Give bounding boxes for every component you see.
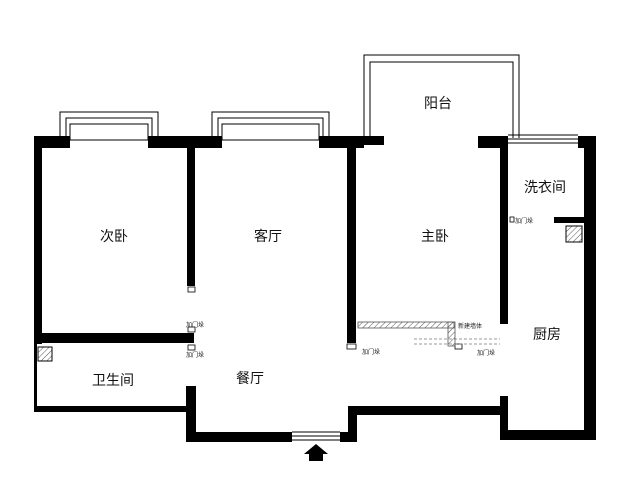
room-label-living-room: 客厅 — [254, 229, 282, 245]
walls — [34, 136, 596, 442]
room-label-laundry: 洗衣间 — [524, 180, 566, 196]
room-label-dining-room: 餐厅 — [236, 371, 264, 387]
room-label-kitchen: 厨房 — [533, 327, 561, 343]
note-door-frame: 加门垛 — [186, 322, 205, 329]
room-label-second-bedroom: 次卧 — [100, 229, 128, 245]
door-frames — [187, 216, 515, 351]
balcony-outline — [363, 54, 520, 138]
note-door-frame: 加门垛 — [186, 352, 205, 359]
new-wall — [357, 321, 456, 347]
bay-window-left — [59, 111, 159, 141]
room-label-balcony: 阳台 — [424, 96, 452, 112]
room-label-master-bedroom: 主卧 — [421, 229, 449, 245]
bay-window-middle — [211, 111, 330, 141]
room-label-bathroom: 卫生间 — [92, 373, 134, 389]
dashed-openings — [414, 338, 500, 345]
ducts — [37, 225, 583, 362]
note-new-wall: 新建墙体 — [458, 323, 483, 330]
note-door-frame: 加门垛 — [477, 350, 496, 357]
entrance-arrow-icon — [304, 444, 328, 461]
note-door-frame: 加门垛 — [362, 349, 381, 356]
note-door-frame: 加门垛 — [515, 218, 534, 225]
laundry-window — [508, 134, 578, 144]
entrance-door — [292, 431, 340, 441]
